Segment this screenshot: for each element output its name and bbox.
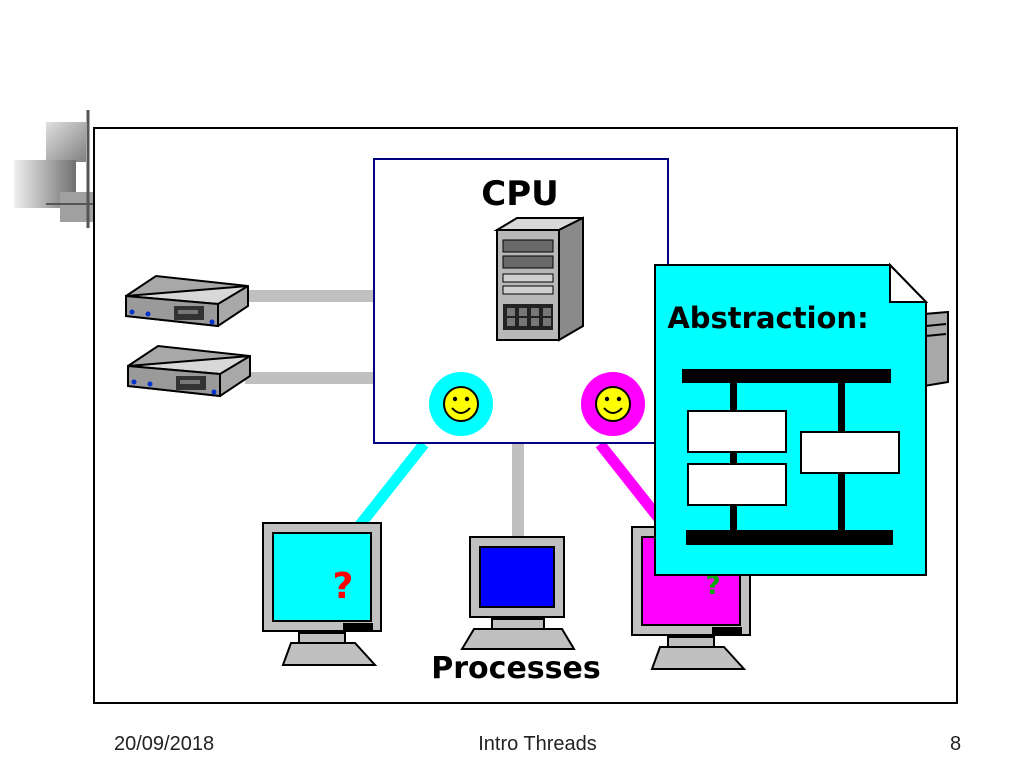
corner-decoration <box>14 110 114 230</box>
disk-drive-icon <box>127 344 251 398</box>
abstraction-label: Abstraction: <box>667 301 868 335</box>
processes-label: Processes <box>431 651 600 686</box>
server-icon <box>493 216 584 342</box>
connector-lines <box>245 290 673 542</box>
monitor-icon <box>262 522 382 666</box>
monitor-icon <box>460 536 576 650</box>
footer-date: 20/09/2018 <box>114 733 215 755</box>
smiley-icon <box>429 372 493 436</box>
question-mark: ? <box>705 571 720 601</box>
smiley-icon <box>581 372 645 436</box>
cpu-label: CPU <box>481 174 558 214</box>
abstraction-card <box>654 262 929 576</box>
question-mark: ? <box>333 566 354 607</box>
disk-drive-icon <box>125 274 249 328</box>
slide-number: 8 <box>950 733 962 755</box>
footer-title: Intro Threads <box>478 733 597 755</box>
